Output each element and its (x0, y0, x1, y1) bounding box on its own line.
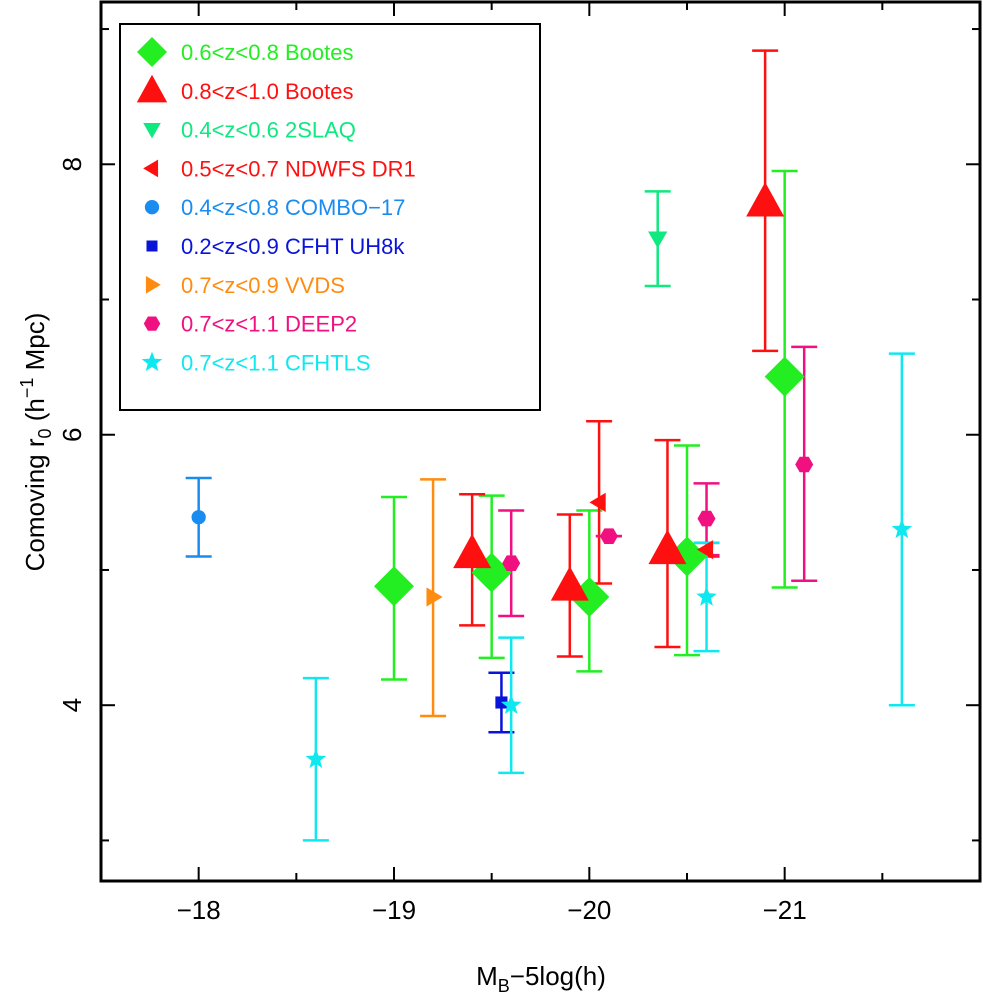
y-tick-label: 4 (57, 698, 87, 712)
legend-box (119, 23, 541, 411)
data-point-star-0 (305, 748, 327, 768)
legend-item: 0.4<z<0.6 2SLAQ (143, 118, 356, 143)
data-point-diamond-3 (667, 536, 707, 577)
x-tick-label: −21 (763, 895, 807, 925)
legend-label: 0.5<z<0.7 NDWFS DR1 (181, 156, 416, 181)
legend-item: 0.2<z<0.9 CFHT UH8k (146, 234, 405, 259)
data-point-hexagon-0 (502, 555, 521, 571)
data-point-circle-0 (191, 510, 206, 525)
legend-marker-triangle-left (143, 159, 159, 178)
legend-marker-diamond (137, 37, 167, 67)
y-axis-title-superscript: −1 (17, 378, 37, 399)
legend-item: 0.4<z<0.8 COMBO−17 (144, 195, 405, 220)
data-point-triangle-right-0 (426, 587, 443, 607)
data-point-triangle-up-0 (453, 533, 492, 569)
ticks-layer: −18 −19 −20 −21 4 6 8 (57, 2, 981, 925)
data-point-triangle-up-2 (648, 529, 687, 565)
data-point-hexagon-2 (697, 510, 716, 527)
y-axis-title-post: Mpc) (20, 313, 50, 378)
plot-frame (99, 0, 982, 883)
y-tick-label: 8 (57, 157, 87, 171)
y-axis-title-mid: (h (20, 398, 50, 428)
legend-label: 0.2<z<0.9 CFHT UH8k (181, 234, 405, 259)
data-point-triangle-up-1 (550, 566, 589, 601)
legend-marker-star (141, 351, 163, 372)
y-axis-title-pre: Comoving r (20, 438, 50, 571)
legend-marker-triangle-up (136, 74, 168, 103)
markers-layer (191, 182, 913, 768)
data-point-star-1 (500, 694, 522, 714)
x-tick-label: −18 (177, 895, 221, 925)
data-point-hexagon-3 (795, 456, 814, 473)
x-axis-title-main: M (476, 961, 498, 991)
legend-entries: 0.6<z<0.8 Bootes 0.8<z<1.0 Bootes 0.4<z<0.… (136, 37, 416, 375)
legend-label: 0.7<z<1.1 DEEP2 (181, 312, 357, 337)
legend-label: 0.7<z<0.9 VVDS (181, 273, 345, 298)
legend-item: 0.7<z<1.1 CFHTLS (141, 350, 371, 375)
legend-marker-circle (144, 200, 160, 215)
x-tick-label: −19 (372, 895, 416, 925)
data-point-triangle-up-3 (746, 182, 785, 217)
legend-item: 0.7<z<1.1 DEEP2 (143, 312, 357, 337)
y-axis-title-subscript: 0 (35, 428, 55, 438)
legend-label: 0.7<z<1.1 CFHTLS (181, 350, 371, 375)
legend-item: 0.5<z<0.7 NDWFS DR1 (143, 156, 416, 181)
x-tick-label: −20 (567, 895, 611, 925)
legend-label: 0.4<z<0.8 COMBO−17 (181, 195, 405, 220)
legend-item: 0.8<z<1.0 Bootes (136, 74, 353, 104)
data-point-star-2 (696, 586, 717, 606)
x-axis-title-rest: −5log(h) (510, 961, 606, 991)
y-tick-label: 6 (57, 428, 87, 442)
data-point-triangle-left-1 (696, 540, 714, 560)
data-point-triangle-left-0 (589, 492, 606, 512)
data-point-diamond-0 (374, 566, 414, 607)
legend-marker-triangle-down (143, 123, 161, 139)
legend: 0.6<z<0.8 Bootes 0.8<z<1.0 Bootes 0.4<z<0.… (119, 23, 541, 411)
legend-item: 0.6<z<0.8 Bootes (137, 37, 353, 67)
y-axis-title: Comoving r0 (h−1 Mpc) (17, 313, 55, 572)
legend-item: 0.7<z<0.9 VVDS (145, 273, 345, 298)
x-axis-title: MB−5log(h) (476, 961, 606, 995)
data-point-hexagon-1 (599, 528, 618, 544)
data-point-star-3 (891, 518, 913, 539)
legend-marker-triangle-right (145, 276, 161, 294)
legend-marker-square (146, 240, 158, 252)
x-axis-title-subscript: B (498, 976, 510, 995)
data-point-triangle-down-0 (648, 231, 668, 249)
legend-label: 0.6<z<0.8 Bootes (181, 40, 353, 65)
legend-marker-hexagon (143, 316, 161, 331)
data-point-diamond-4 (764, 356, 805, 397)
legend-label: 0.8<z<1.0 Bootes (181, 79, 353, 104)
legend-label: 0.4<z<0.6 2SLAQ (181, 118, 356, 143)
data-point-square-0 (495, 696, 508, 709)
